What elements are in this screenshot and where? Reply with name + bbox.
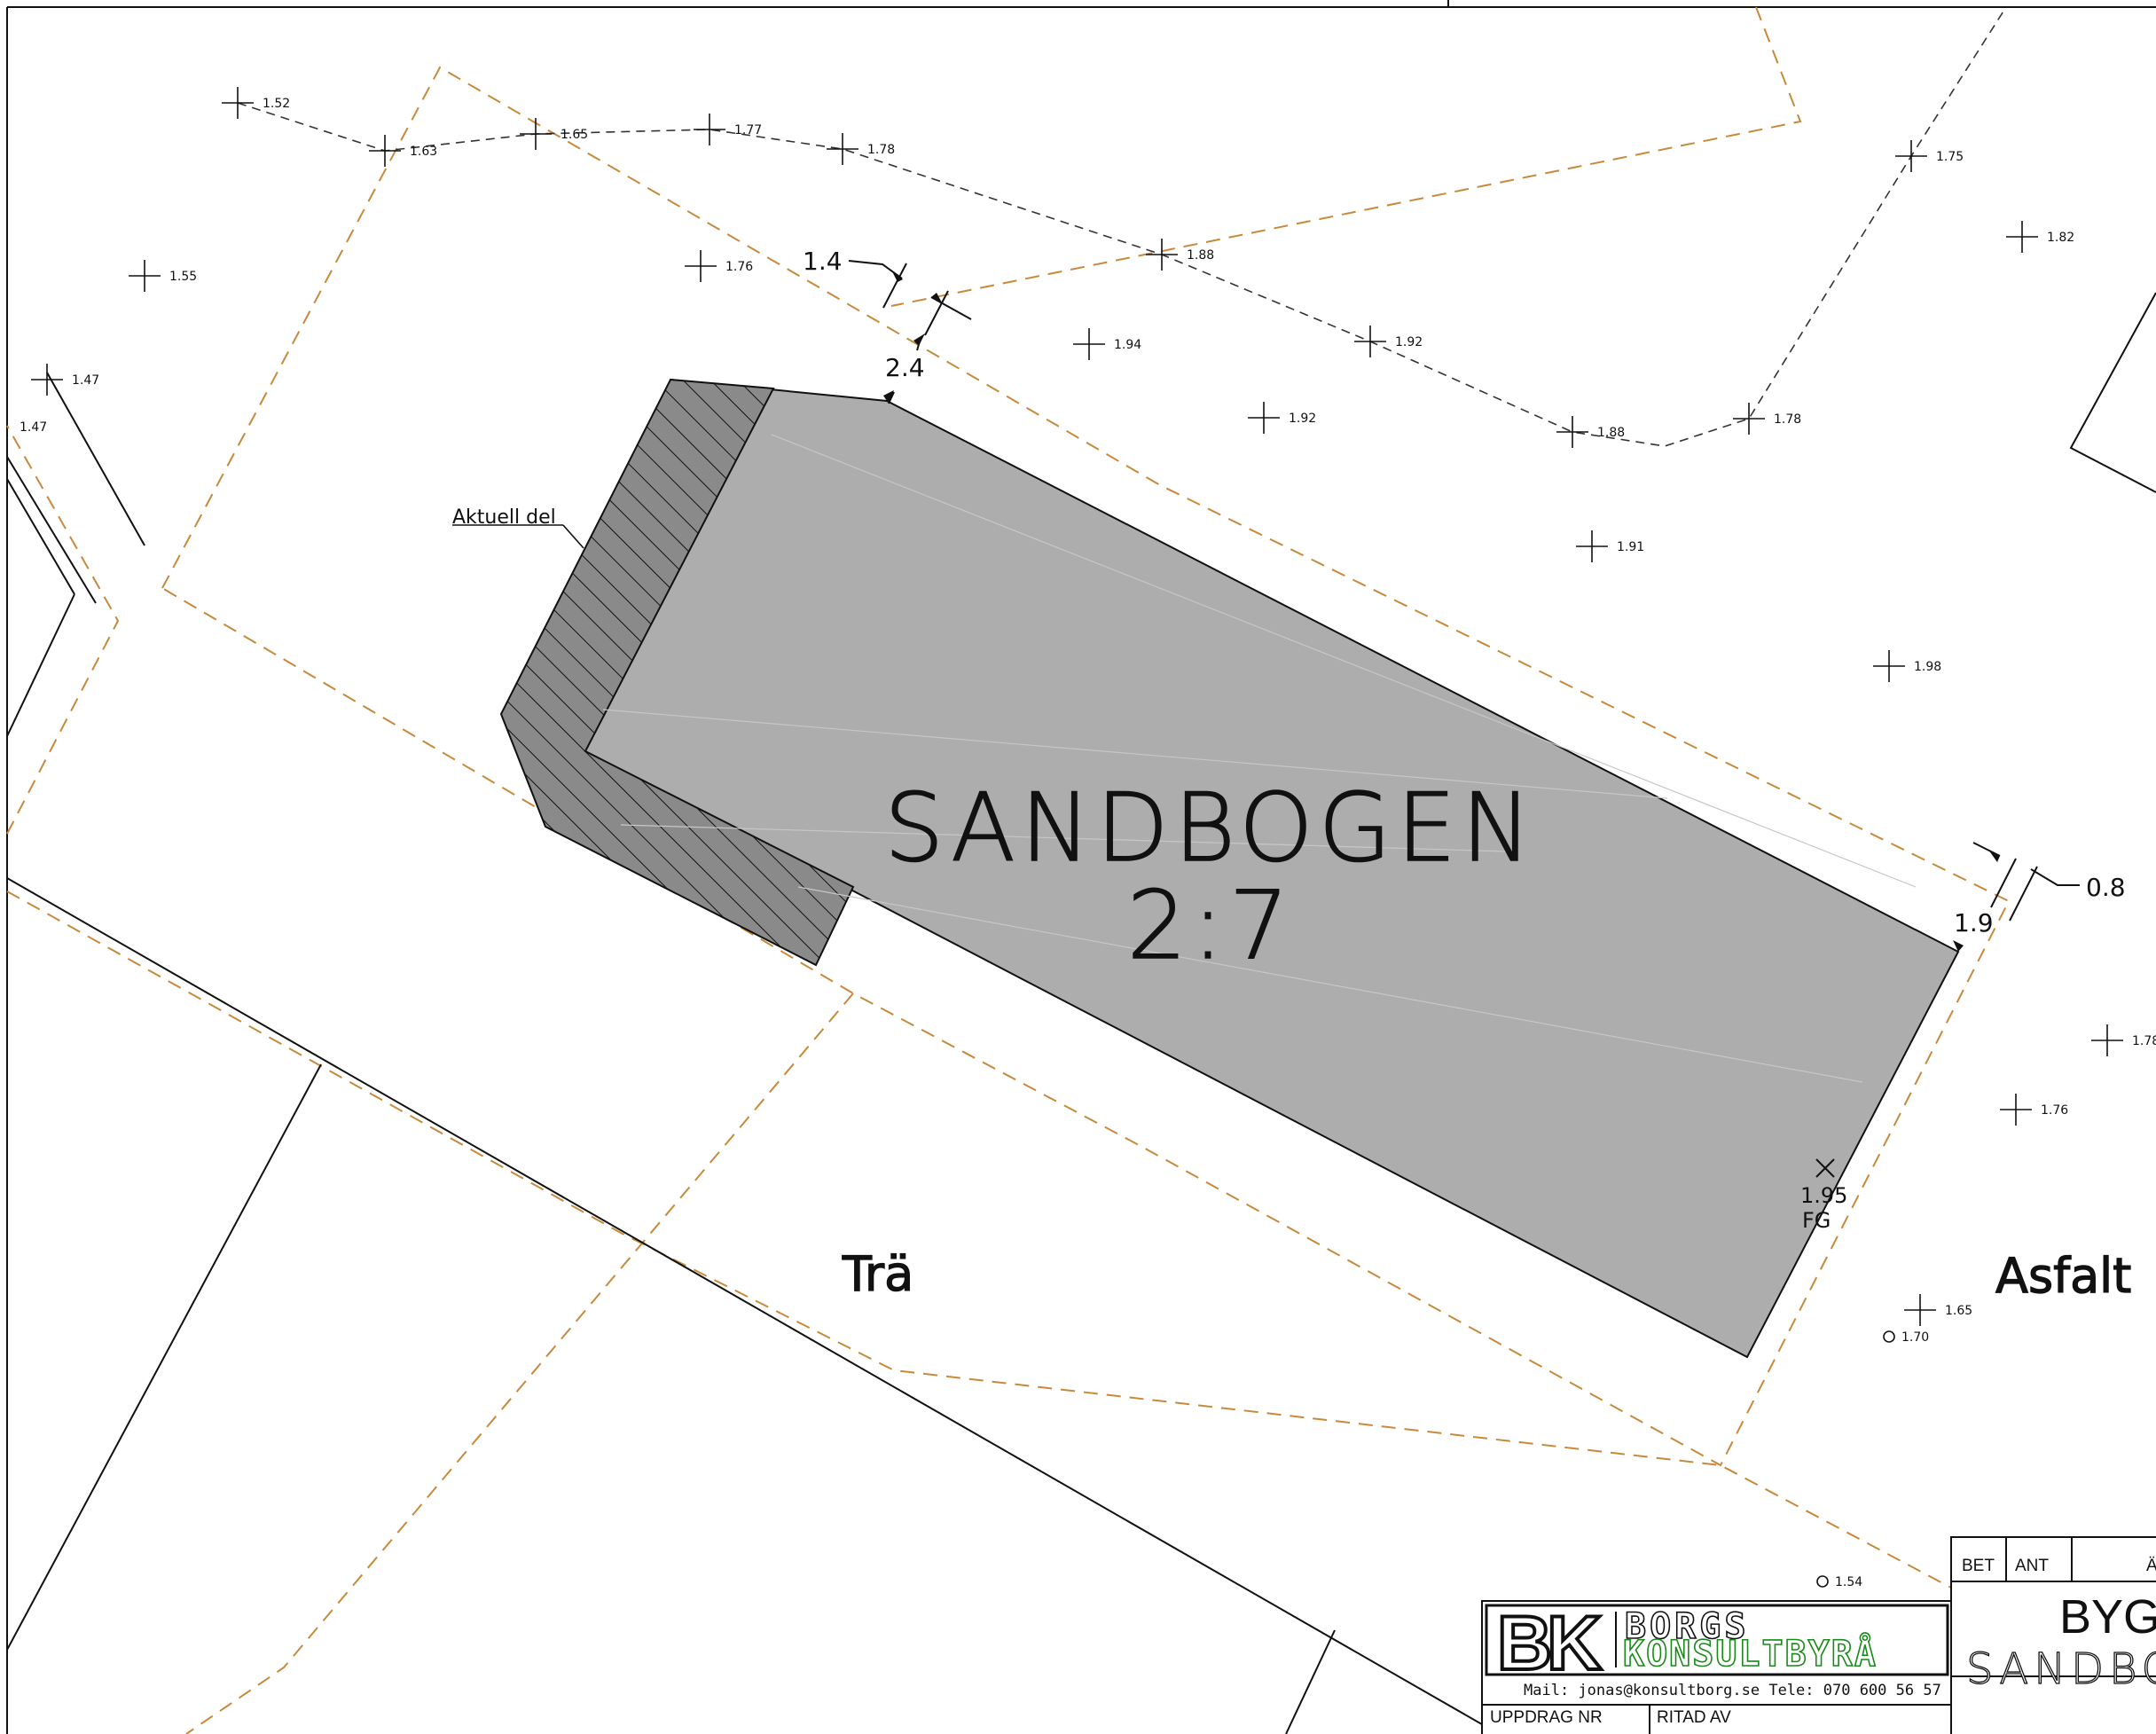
drawing-frame — [6, 0, 2156, 1734]
dimension-north-inner: 2.4 — [885, 353, 925, 382]
building — [499, 378, 1960, 1359]
elevation-point: 1.88 — [1556, 416, 1625, 448]
elevation-point: 1.47 — [31, 364, 99, 396]
floor-level-marker — [1815, 1158, 1835, 1178]
elevation-label: 1.78 — [2132, 1034, 2156, 1048]
elevation-label: 1.88 — [1187, 248, 1214, 263]
elevation-label: 1.94 — [1114, 338, 1141, 352]
elevation-point: 1.47 — [20, 420, 47, 435]
elevation-label: 1.76 — [725, 260, 753, 274]
property-line-main — [161, 66, 2011, 1467]
elevation-label: 1.55 — [169, 270, 197, 284]
surface-label-wood: Trä — [842, 1246, 913, 1302]
elevation-points: 1.52 1.63 1.65 1.77 1.78 1.55 1.76 1.88 1.47 1.47… — [20, 87, 2156, 1589]
elevation-label: 1.92 — [1289, 412, 1316, 426]
elevation-label: 1.47 — [72, 373, 99, 388]
current-part-leader — [452, 524, 584, 549]
floor-level-code: FG — [1802, 1208, 1831, 1233]
dimension-east-inner: 1.9 — [1954, 908, 1994, 938]
property-name: SANDBOGEN — [884, 773, 1537, 883]
survey-lines — [237, 6, 2007, 447]
elevation-label: 1.92 — [1395, 335, 1423, 349]
elevation-point: 1.94 — [1073, 328, 1141, 360]
dimension-arrows — [883, 270, 2000, 952]
property-line-south — [6, 891, 1952, 1589]
elevation-point: 1.55 — [129, 260, 197, 292]
elevation-point: 1.91 — [1576, 530, 1644, 562]
elevation-label: 1.76 — [2041, 1103, 2068, 1118]
floor-level-value: 1.95 — [1800, 1183, 1847, 1208]
elevation-label: 1.47 — [20, 420, 47, 435]
elevation-label: 1.91 — [1617, 540, 1644, 554]
title-block-lines — [1481, 1536, 2156, 1734]
elevation-label: 1.82 — [2047, 231, 2074, 245]
elevation-label: 1.52 — [263, 97, 290, 111]
elevation-point: 1.82 — [2006, 221, 2074, 253]
elevation-point: 1.76 — [685, 250, 753, 282]
elevation-label: 1.98 — [1914, 660, 1941, 674]
elevation-label: 1.63 — [410, 145, 437, 159]
property-line-north — [890, 6, 1802, 307]
elevation-point: 1.77 — [694, 114, 762, 145]
elevation-point: 1.52 — [222, 87, 290, 119]
elevation-point: 1.70 — [1883, 1330, 1929, 1345]
elevation-label: 1.65 — [1945, 1304, 1972, 1318]
surface-label-asphalt: Asfalt — [1995, 1248, 2131, 1304]
elevation-label: 1.54 — [1835, 1575, 1862, 1589]
elevation-label: 1.70 — [1901, 1330, 1929, 1345]
elevation-point: 1.76 — [2000, 1094, 2068, 1126]
elevation-label: 1.77 — [734, 123, 762, 137]
elevation-point: 1.65 — [520, 118, 588, 150]
elevation-point: 1.92 — [1354, 326, 1423, 357]
elevation-point: 1.75 — [1895, 140, 1964, 172]
elevation-point: 1.78 — [1733, 403, 1801, 435]
elevation-point: 1.78 — [827, 133, 895, 165]
property-line-west — [6, 425, 120, 835]
current-part-label: Aktuell del — [452, 506, 556, 529]
elevation-point: 1.63 — [369, 135, 437, 167]
elevation-point: 1.92 — [1248, 402, 1316, 434]
elevation-point: 1.88 — [1146, 239, 1214, 271]
dimension-north-outer: 1.4 — [803, 247, 843, 276]
elevation-label: 1.78 — [867, 143, 895, 157]
elevation-label: 1.88 — [1597, 426, 1625, 440]
elevation-point: 1.54 — [1816, 1575, 1862, 1589]
building-current-part — [499, 378, 855, 967]
elevation-point: 1.98 — [1873, 650, 1941, 682]
map-lines — [6, 292, 2156, 1734]
property-number: 2:7 — [1127, 871, 1295, 980]
elevation-label: 1.78 — [1774, 412, 1801, 427]
elevation-point: 1.78 — [2091, 1024, 2156, 1056]
property-line-southwest — [185, 993, 854, 1734]
elevation-label: 1.65 — [561, 128, 588, 142]
elevation-label: 1.75 — [1936, 150, 1964, 164]
property-boundaries — [6, 6, 2011, 1734]
elevation-point: 1.65 — [1904, 1294, 1972, 1326]
dimension-east-outer: 0.8 — [2086, 873, 2126, 902]
